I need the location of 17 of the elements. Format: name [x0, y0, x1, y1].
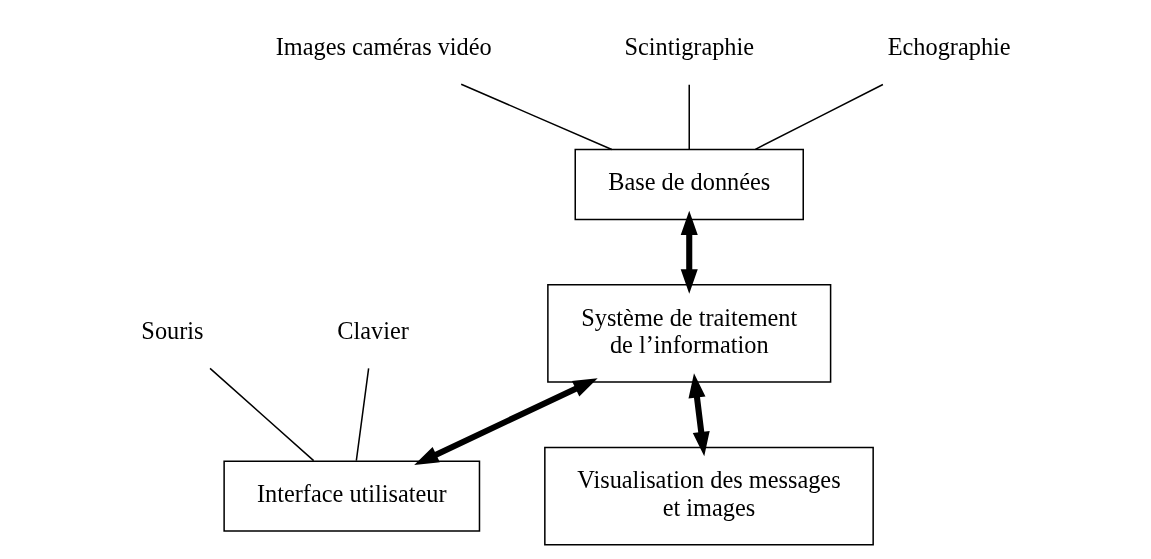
node-text: Souris	[140, 317, 204, 345]
node-box: Visualisation des messages et images	[543, 446, 874, 546]
node-text: Scintigraphie	[623, 33, 754, 60]
node-box: Système de traitement de l’information	[546, 284, 831, 383]
connector	[355, 367, 369, 462]
node-text: Echographie	[887, 33, 1011, 60]
connector	[459, 83, 613, 151]
node-box: Base de données	[574, 148, 804, 221]
node-text: Clavier	[336, 317, 409, 345]
connector	[208, 367, 314, 462]
arrow	[688, 373, 710, 457]
connector	[688, 84, 690, 151]
node-text: Images caméras vidéo	[275, 33, 492, 60]
node-box: Interface utilisateur	[222, 460, 480, 532]
arrow	[680, 210, 698, 294]
arrow	[413, 378, 598, 466]
connector	[754, 83, 884, 151]
